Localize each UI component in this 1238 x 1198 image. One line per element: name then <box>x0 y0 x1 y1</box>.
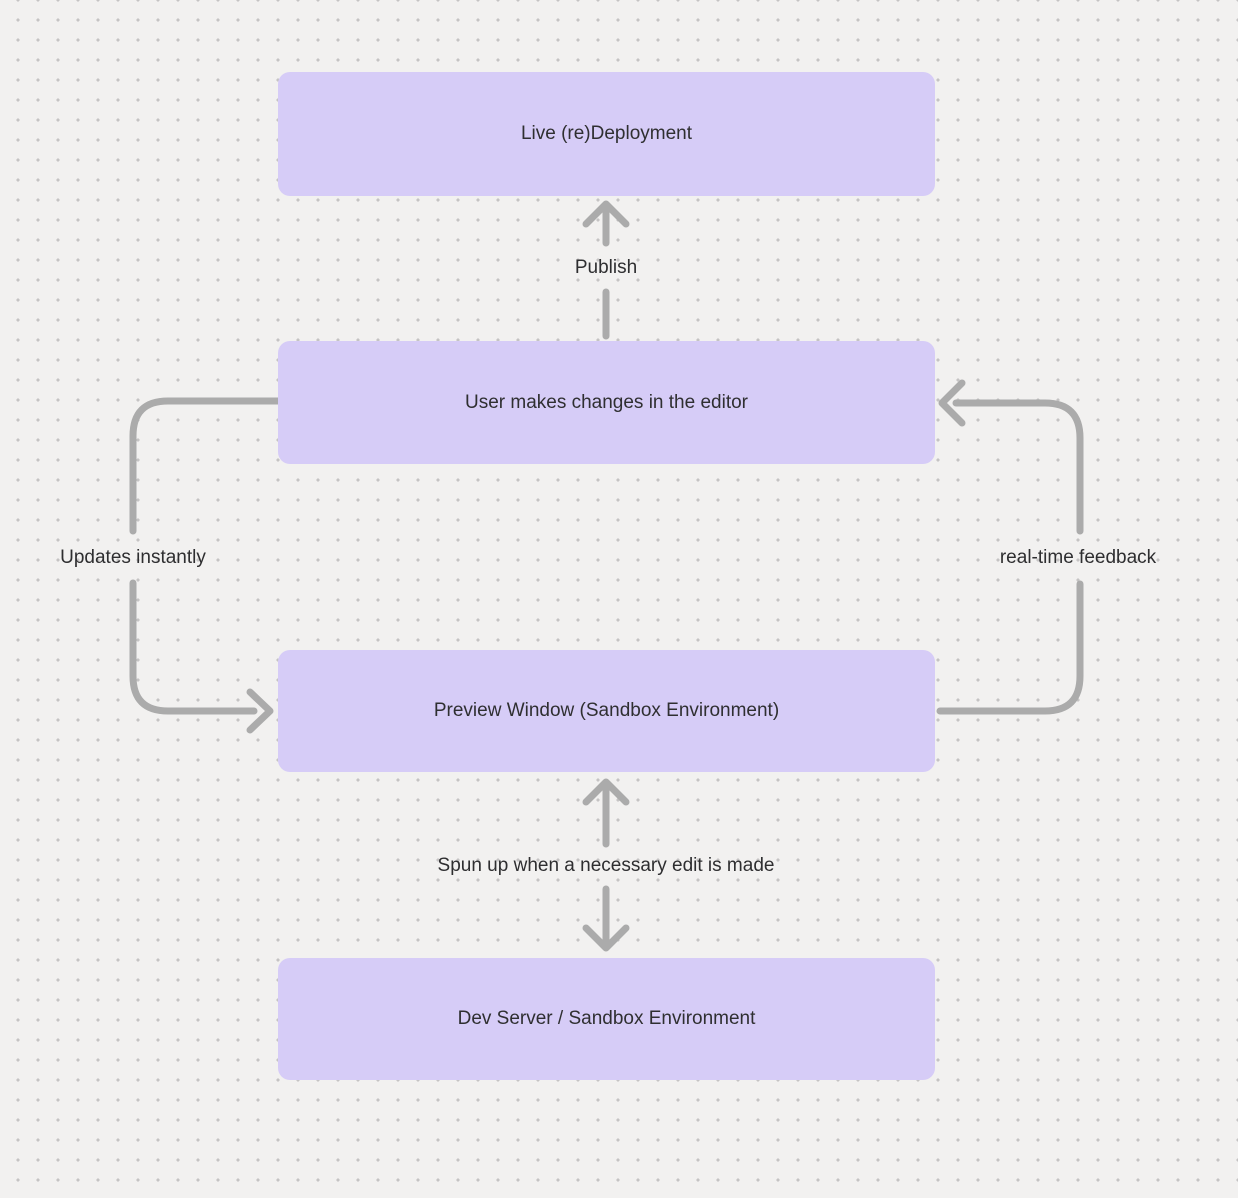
arrowhead-down-icon <box>582 924 630 952</box>
edge-updates-segment-upper <box>129 397 282 535</box>
node-label: User makes changes in the editor <box>464 391 749 413</box>
node-preview-window: Preview Window (Sandbox Environment) <box>278 650 935 772</box>
edge-label-updates-instantly: Updates instantly <box>60 547 206 568</box>
arrowhead-up-icon <box>582 778 630 806</box>
node-user-editor: User makes changes in the editor <box>278 341 935 464</box>
edge-label-publish: Publish <box>574 257 638 278</box>
edge-label-real-time-feedback: real-time feedback <box>999 547 1157 568</box>
edge-updates-segment-lower <box>129 579 258 715</box>
arrowhead-right-icon <box>246 688 274 734</box>
edge-feedback-segment-upper <box>952 399 1084 535</box>
node-label: Preview Window (Sandbox Environment) <box>433 700 780 721</box>
arrowhead-up-icon <box>582 200 630 228</box>
node-label: Live (re)Deployment <box>520 123 693 144</box>
arrowhead-left-icon <box>938 379 966 427</box>
node-live-redeployment: Live (re)Deployment <box>278 72 935 196</box>
node-label: Dev Server / Sandbox Environment <box>457 1008 756 1029</box>
edge-label-spun-up: Spun up when a necessary edit is made <box>437 855 775 876</box>
edge-feedback-segment-lower <box>936 580 1084 715</box>
node-dev-server: Dev Server / Sandbox Environment <box>278 958 935 1080</box>
